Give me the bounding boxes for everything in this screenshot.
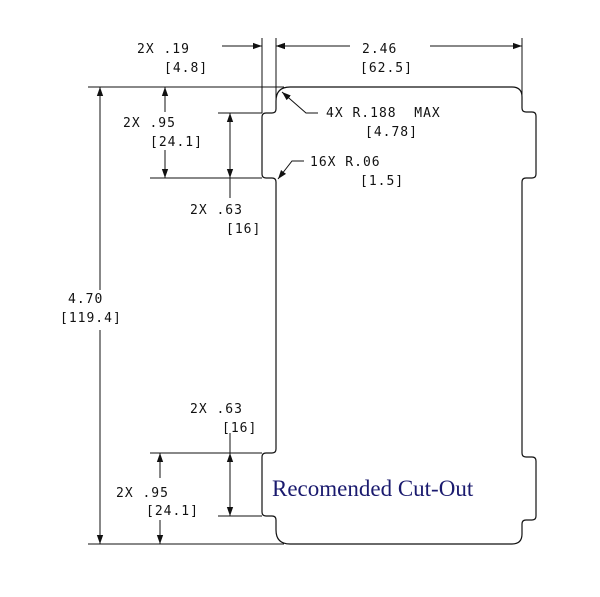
leader-corner-radius <box>281 91 318 114</box>
dim-top-small-line1: 2X .19 <box>137 42 190 57</box>
leader-notch-radius <box>277 160 304 180</box>
dim-bottom-notch-line1: 2X .63 <box>190 402 243 417</box>
dim-notch-radius-line2: [1.5] <box>360 174 404 189</box>
dim-corner-radius-line1: 4X R.188 MAX <box>326 106 441 121</box>
cutout-title: Recomended Cut-Out <box>272 476 474 501</box>
dim-top-notch-line2: [16] <box>226 222 261 237</box>
dim-top-small-line2: [4.8] <box>164 61 208 76</box>
dim-bottom-offset-line1: 2X .95 <box>116 486 169 501</box>
dim-width-line2: [62.5] <box>360 61 413 76</box>
dim-top-offset-line1: 2X .95 <box>123 116 176 131</box>
cutout-outline <box>261 86 537 545</box>
dim-top-offset-line2: [24.1] <box>150 135 203 150</box>
dim-bottom-notch-line2: [16] <box>222 421 257 436</box>
dim-corner-radius-line2: [4.78] <box>365 125 418 140</box>
dim-bottom-offset-line2: [24.1] <box>146 504 199 519</box>
dim-top-notch-line1: 2X .63 <box>190 203 243 218</box>
dim-width-line1: 2.46 <box>362 42 397 57</box>
dim-height-line2: [119.4] <box>60 311 122 326</box>
dim-height-line1: 4.70 <box>68 292 103 307</box>
dim-notch-radius-line1: 16X R.06 <box>310 155 381 170</box>
